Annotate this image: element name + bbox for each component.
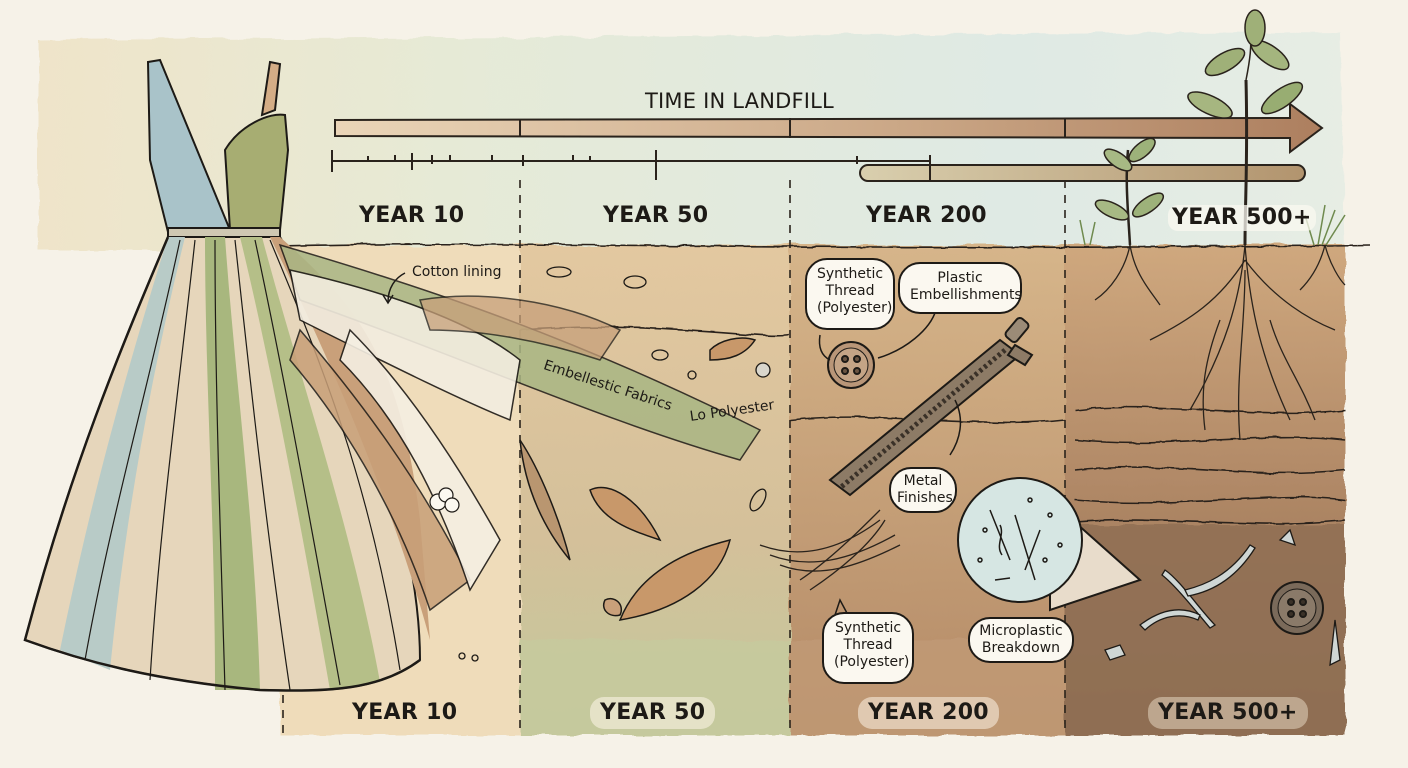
callout-line: (Polyester): [817, 300, 893, 316]
callout-line: Metal: [903, 473, 943, 489]
callout-metal-finishes: Metal Finishes: [889, 467, 957, 513]
year-label-bottom-10: YEAR 10: [352, 700, 458, 725]
callout-synthetic-thread-top: Synthetic Thread (Polyester): [805, 258, 895, 330]
callout-line: (Polyester): [834, 654, 910, 670]
callout-line: Synthetic: [834, 620, 902, 636]
callout-line: Breakdown: [981, 640, 1061, 656]
callout-microplastic-breakdown: Microplastic Breakdown: [968, 617, 1074, 663]
soil-debris: [458, 266, 771, 662]
button-icon-buried: [1270, 581, 1324, 635]
zipper-icon: [828, 316, 1034, 497]
diagram-title: TIME IN LANDFILL: [645, 89, 834, 113]
year-label-bottom-50: YEAR 50: [590, 697, 716, 729]
callout-line: Plastic: [937, 270, 983, 286]
callout-line: Embellishments: [910, 287, 1022, 303]
microplastic-magnifier-icon: [957, 477, 1142, 612]
dress-illustration: [23, 58, 430, 692]
roots: [1094, 244, 1346, 441]
year-label-top-200: YEAR 200: [866, 203, 987, 228]
year-label-top-50: YEAR 50: [603, 203, 709, 228]
callout-line: Finishes: [897, 490, 953, 506]
section-dividers: [282, 180, 1066, 735]
annotation-arrows: [382, 272, 962, 616]
year-label-bottom-500: YEAR 500+: [1148, 697, 1308, 729]
time-arrow: [334, 102, 1324, 154]
soil-strata: [279, 243, 1371, 525]
time-ruler: [331, 150, 1306, 182]
synthetic-thread-strands: [759, 509, 901, 591]
sky-wash: [38, 32, 1345, 250]
plastic-shards: [1104, 528, 1341, 667]
year-label-top-500: YEAR 500+: [1168, 205, 1316, 231]
callout-line: Thread: [843, 637, 893, 653]
callout-line: Synthetic: [817, 266, 884, 282]
year-label-bottom-200: YEAR 200: [858, 697, 999, 729]
decaying-leaf-icon: [519, 337, 757, 621]
button-icon: [827, 341, 875, 389]
sprouting-plant-icon: [1079, 9, 1346, 246]
callout-plastic-embellishments: Plastic Embellishments: [898, 262, 1022, 314]
callout-line: Thread: [825, 283, 875, 299]
annotation-cotton-lining: Cotton lining: [412, 264, 502, 280]
year-label-top-10: YEAR 10: [359, 203, 465, 228]
fabric-trail: [278, 243, 762, 612]
cotton-boll-icon: [429, 487, 460, 513]
callout-synthetic-thread-bottom: Synthetic Thread (Polyester): [822, 612, 914, 684]
callout-line: Microplastic: [979, 623, 1063, 639]
